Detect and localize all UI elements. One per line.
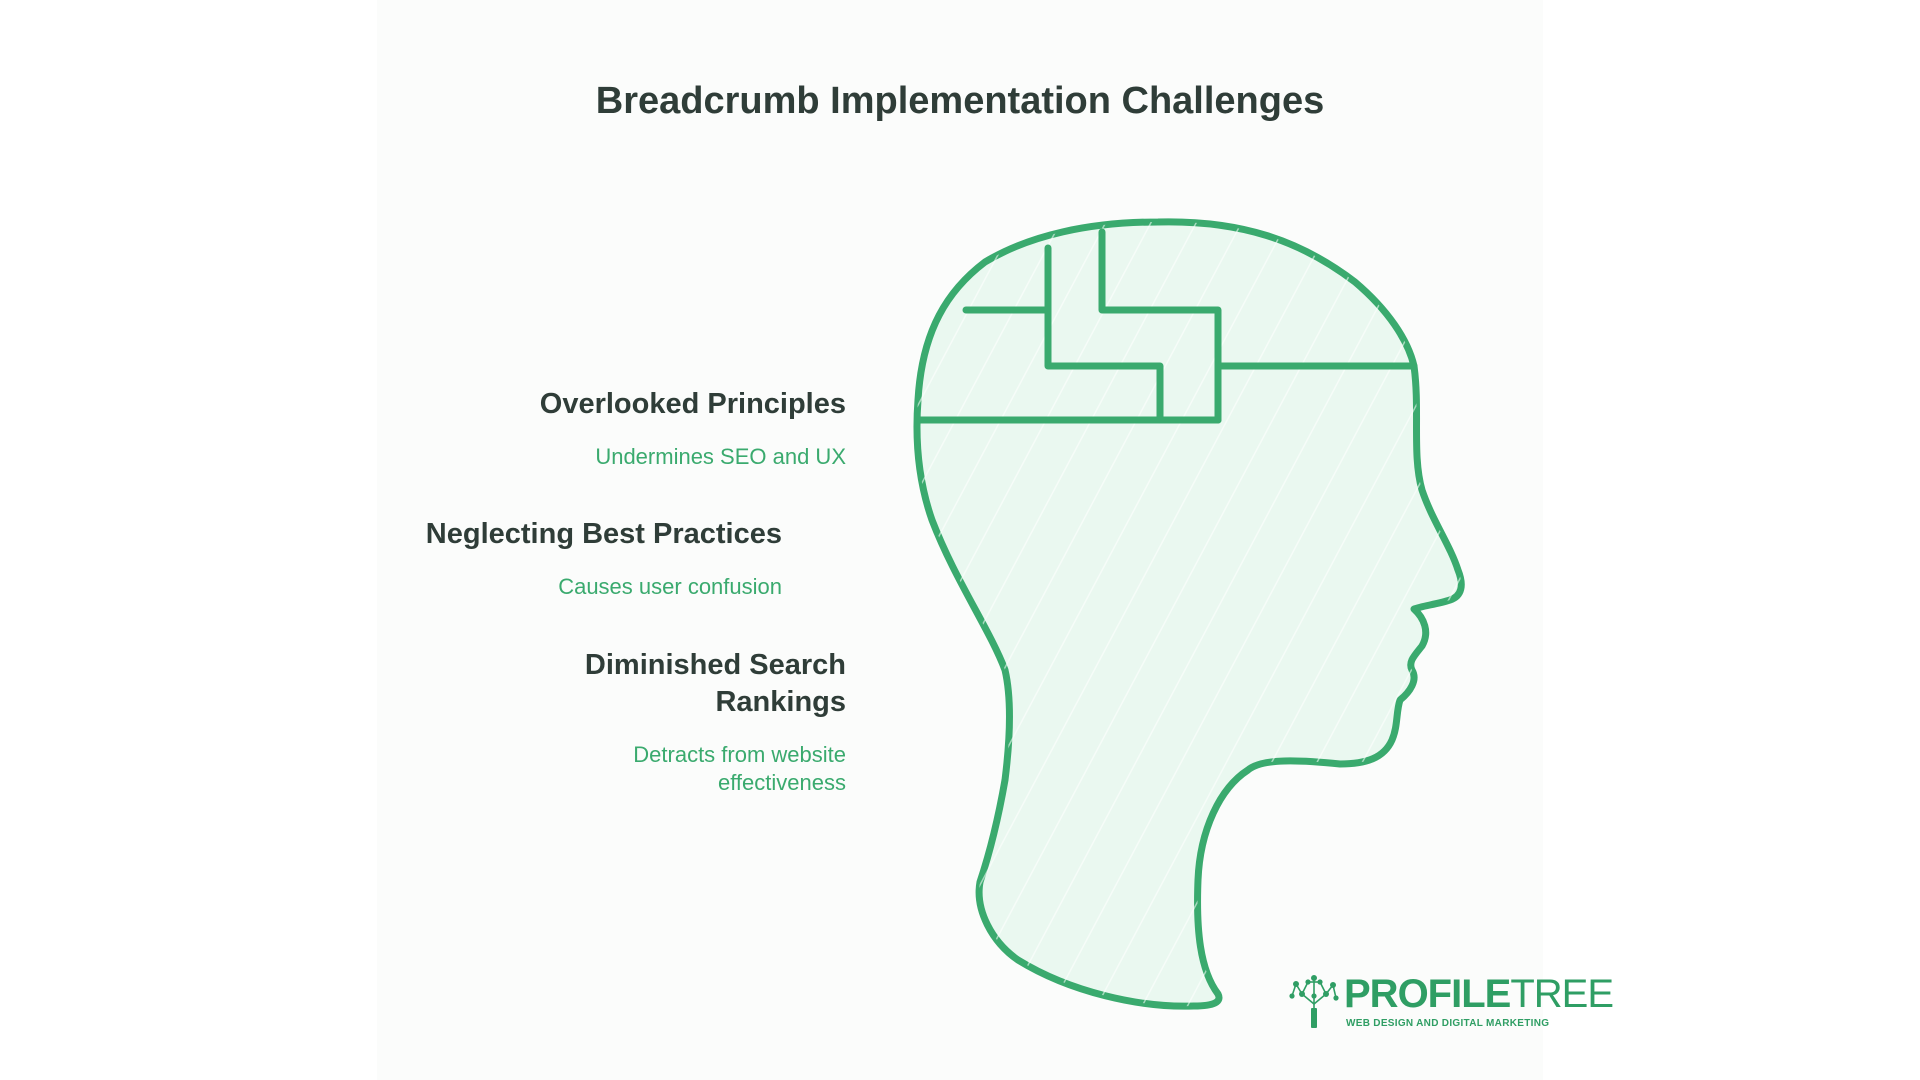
challenge-heading: Diminished Search Rankings (584, 649, 846, 718)
logo-word-light: TREE (1510, 972, 1614, 1016)
challenge-description: Undermines SEO and UX (595, 444, 846, 469)
tree-network-icon (1289, 975, 1339, 1028)
logo-word-bold: PROFILE (1344, 972, 1511, 1016)
challenge-heading: Neglecting Best Practices (425, 518, 782, 550)
maze-lines (914, 228, 1418, 424)
diagram-title: Breadcrumb Implementation Challenges (595, 80, 1325, 122)
logo-tagline: WEB DESIGN AND DIGITAL MARKETING (1346, 1018, 1550, 1029)
profiletree-logo: PROFILETREE WEB DESIGN AND DIGITAL MARKE… (1288, 972, 1614, 1034)
challenge-heading: Overlooked Principles (539, 388, 846, 420)
challenge-description: Detracts from website effectiveness (633, 742, 846, 795)
challenge-description: Causes user confusion (558, 574, 782, 599)
challenge-item-neglecting-best-practices: Neglecting Best Practices Causes user co… (426, 516, 782, 601)
challenge-item-overlooked-principles: Overlooked Principles Undermines SEO and… (540, 386, 846, 471)
logo-wordmark: PROFILETREE (1344, 972, 1614, 1016)
challenge-item-diminished-search-rankings: Diminished Search Rankings Detracts from… (526, 647, 846, 797)
